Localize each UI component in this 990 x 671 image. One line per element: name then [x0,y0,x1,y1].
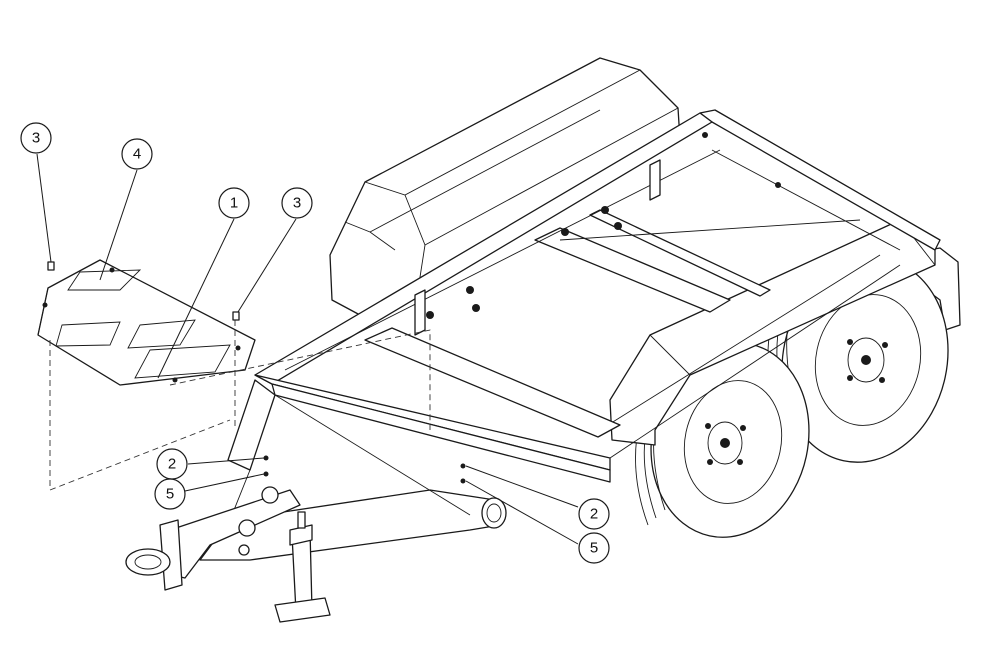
step-plate [37,259,256,386]
toolbox [329,57,681,316]
leader-lines [36,153,579,545]
svg-text:2: 2 [168,456,176,473]
callout-1: 1 [218,187,250,219]
callout-5-right: 5 [578,532,610,564]
screw-left [47,261,55,271]
screw-right [232,311,240,321]
callout-5-left: 5 [154,478,186,510]
svg-text:2: 2 [590,506,598,523]
callout-4: 4 [121,138,153,170]
svg-text:1: 1 [230,195,238,212]
trailer-frame [254,109,941,483]
svg-text:3: 3 [32,130,40,147]
svg-text:5: 5 [590,540,598,557]
callout-3-right: 3 [281,187,313,219]
svg-text:5: 5 [166,486,174,503]
svg-text:3: 3 [293,195,301,212]
callout-2-left: 2 [156,448,188,480]
callout-2-right: 2 [578,498,610,530]
svg-text:4: 4 [133,146,141,163]
tongue-a-frame [125,379,507,623]
callout-3-left: 3 [20,122,52,154]
assembly-lines [49,320,431,491]
